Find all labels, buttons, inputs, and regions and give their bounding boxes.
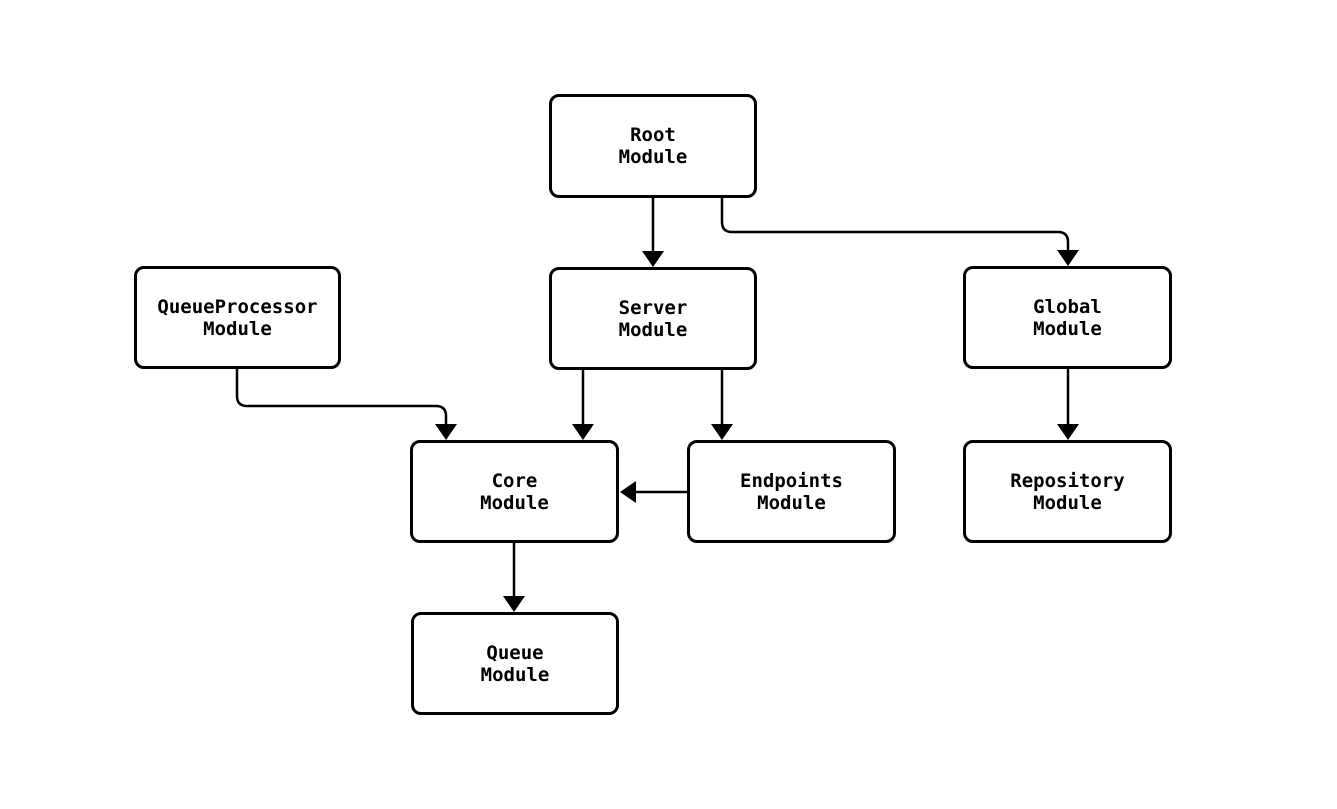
node-global-module: Global Module (963, 266, 1172, 369)
node-repository-module-label: Repository Module (1010, 469, 1125, 514)
arrowhead-global-to-repository (1057, 424, 1079, 440)
node-core-module: Core Module (410, 440, 619, 543)
node-endpoints-module-label: Endpoints Module (740, 469, 843, 514)
node-endpoints-module: Endpoints Module (687, 440, 896, 543)
arrowhead-server-to-endpoints (711, 424, 733, 440)
arrowhead-endpoints-to-core (620, 481, 636, 503)
node-queue-module: Queue Module (411, 612, 619, 715)
node-queue-module-label: Queue Module (480, 641, 550, 686)
edge-queueprocessor-to-core (235, 369, 448, 426)
arrowhead-root-to-server (642, 251, 664, 267)
arrowhead-queueprocessor-to-core (435, 424, 457, 440)
arrowhead-server-to-core (572, 424, 594, 440)
node-global-module-label: Global Module (1033, 295, 1102, 340)
node-server-module: Server Module (549, 267, 757, 370)
node-queueprocessor-module-label: QueueProcessor Module (157, 295, 318, 340)
edge-root-to-global (720, 198, 1070, 252)
node-server-module-label: Server Module (618, 296, 688, 341)
node-repository-module: Repository Module (963, 440, 1172, 543)
node-queueprocessor-module: QueueProcessor Module (134, 266, 341, 369)
arrowhead-root-to-global (1057, 250, 1079, 266)
node-core-module-label: Core Module (480, 469, 549, 514)
node-root-module-label: Root Module (618, 124, 688, 168)
arrowhead-core-to-queue (503, 596, 525, 612)
node-root-module: Root Module (549, 94, 757, 198)
